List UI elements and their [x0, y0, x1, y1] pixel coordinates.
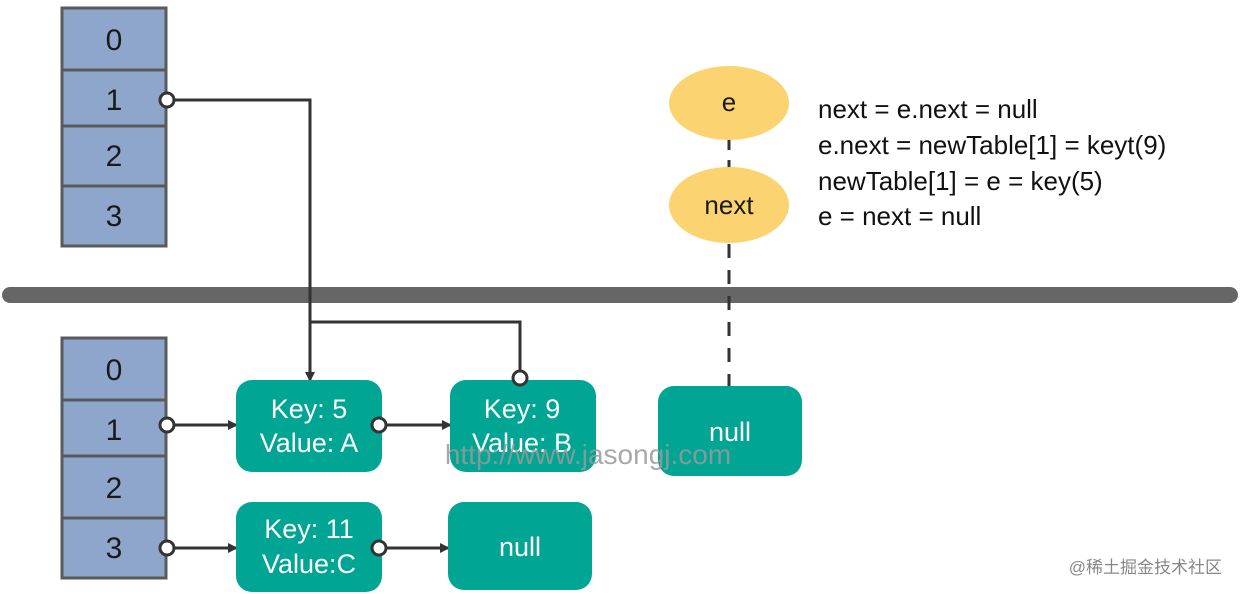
divider-bar — [2, 287, 1238, 303]
node-key9-value: Value: B — [472, 428, 572, 458]
node-key11-value: Value:C — [262, 549, 356, 579]
old-table-index-3: 3 — [106, 200, 123, 233]
old-table-index-1: 1 — [106, 84, 123, 117]
code-line-2: e.next = newTable[1] = keyt(9) — [818, 130, 1166, 160]
arrow-old-bucket1-to-key5 — [174, 98, 315, 382]
new-table-index-0: 0 — [106, 354, 123, 387]
node-key11: Key: 11 Value:C — [236, 502, 382, 592]
node-key5-key: Key: 5 — [271, 394, 348, 424]
code-line-1: next = e.next = null — [818, 94, 1038, 124]
new-table-index-1: 1 — [106, 414, 123, 447]
new-table-index-3: 3 — [106, 532, 123, 565]
code-line-3: newTable[1] = e = key(5) — [818, 166, 1103, 196]
connector-endpoints — [158, 91, 529, 557]
credit-watermark: @稀土掘金技术社区 — [1069, 558, 1222, 577]
connectors — [174, 98, 731, 553]
new-table-cell-3 — [60, 516, 168, 580]
endpoint-key11-next — [370, 539, 388, 557]
new-table-index-2: 2 — [106, 472, 123, 505]
node-key5-value: Value: A — [260, 428, 359, 458]
old-table-index-2: 2 — [106, 140, 123, 173]
pointer-e-label: e — [722, 87, 736, 117]
node-key9: Key: 9 Value: B — [450, 380, 596, 472]
code-annotation: next = e.next = null e.next = newTable[1… — [818, 94, 1166, 231]
pointer-next: next — [669, 167, 789, 243]
node-null-row3: null — [448, 502, 592, 590]
node-null-row1-label: null — [709, 417, 751, 447]
watermark-url: http://www.jasongj.com — [445, 439, 731, 470]
line-key9-next-pointer — [310, 320, 522, 372]
pointer-next-label: next — [704, 190, 754, 220]
old-table: 0 1 2 3 — [60, 6, 168, 248]
endpoint-key5-next — [370, 416, 388, 434]
old-table-cell-3 — [60, 184, 168, 248]
endpoint-new-bucket1 — [158, 416, 176, 434]
node-null-row3-label: null — [499, 532, 541, 562]
new-table-cell-1 — [60, 398, 168, 458]
node-key11-key: Key: 11 — [264, 514, 354, 544]
node-key9-key: Key: 9 — [484, 394, 561, 424]
endpoint-key9-next — [511, 369, 529, 387]
endpoint-new-bucket3 — [158, 539, 176, 557]
old-table-index-0: 0 — [106, 24, 123, 57]
pointer-e: e — [669, 66, 789, 140]
node-null-row1: null — [658, 386, 802, 476]
node-key5: Key: 5 Value: A — [236, 380, 382, 472]
new-table: 0 1 2 3 — [60, 336, 168, 580]
endpoint-old-bucket1 — [158, 91, 176, 109]
code-line-4: e = next = null — [818, 201, 981, 231]
